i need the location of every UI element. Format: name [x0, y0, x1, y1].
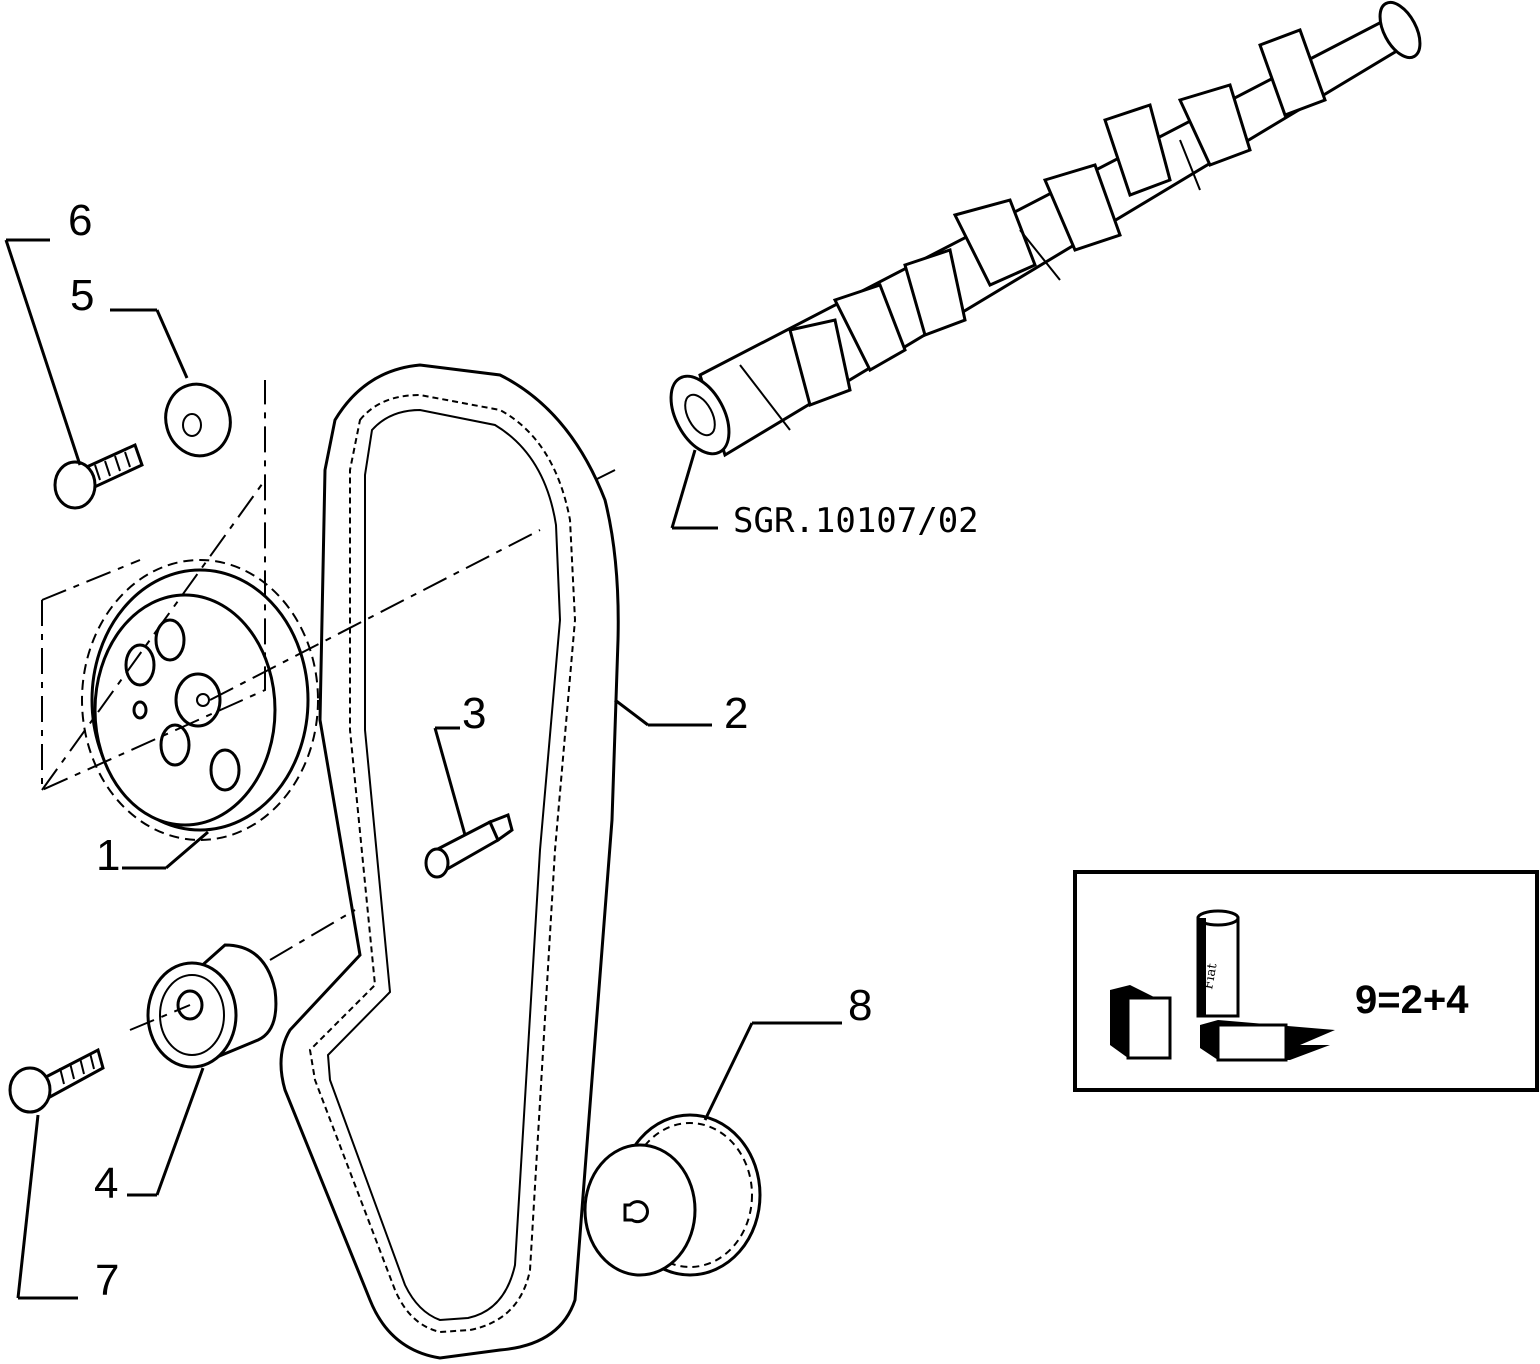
camshaft — [594, 0, 1422, 530]
washer — [110, 308, 232, 458]
spacer-pin — [424, 726, 514, 879]
kit-box-left-icon — [1110, 985, 1172, 1060]
callout-5: 5 — [70, 271, 94, 320]
kit-cylinder-icon: Fiat — [1196, 909, 1240, 1018]
callout-1: 1 — [96, 831, 120, 880]
callout-6: 6 — [68, 196, 92, 245]
kit-box: Fiat 9=2+4 — [1073, 870, 1539, 1092]
bolt-tensioner — [8, 1047, 105, 1300]
bolt-camshaft — [4, 238, 144, 510]
kit-label: 9=2+4 — [1355, 978, 1469, 1022]
tensioner-pulley — [127, 909, 356, 1197]
kit-box-right-icon — [1200, 1020, 1335, 1062]
kit-brand-text: Fiat — [1201, 962, 1220, 991]
callout-4: 4 — [94, 1159, 118, 1208]
camshaft-sprocket — [81, 559, 319, 870]
callout-2: 2 — [724, 689, 748, 738]
callout-7: 7 — [95, 1256, 119, 1305]
reference-code: SGR.10107/02 — [733, 501, 979, 541]
crankshaft-sprocket — [583, 1021, 842, 1277]
callout-3: 3 — [462, 689, 486, 738]
callout-8: 8 — [848, 981, 872, 1030]
